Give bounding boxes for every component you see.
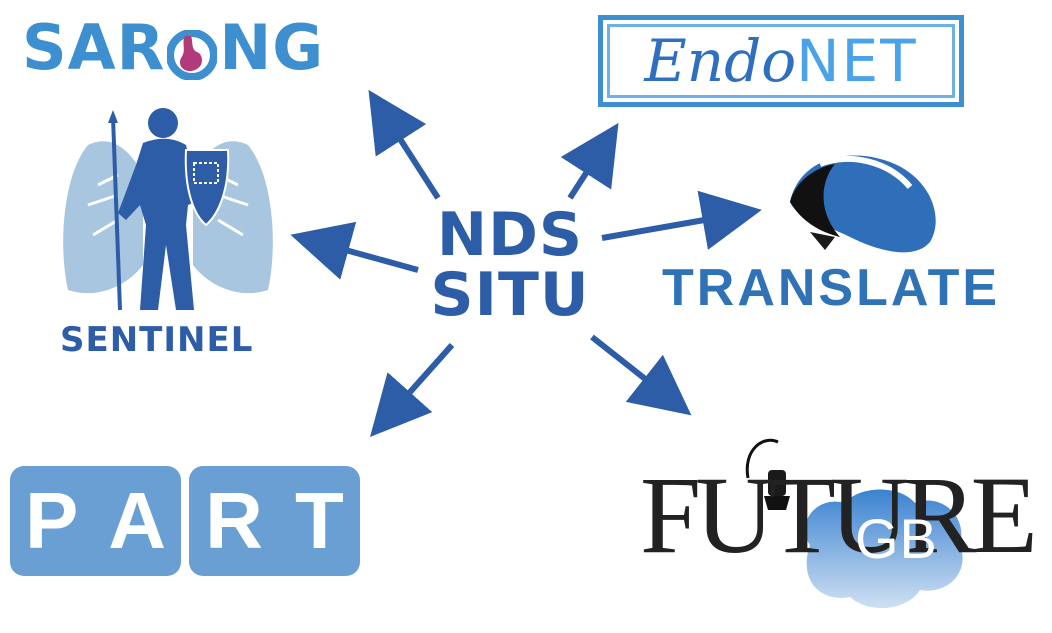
sentinel-label: SENTINEL — [60, 320, 253, 360]
arrow-to-sarong — [375, 100, 438, 198]
center-line-2: SITU — [425, 265, 595, 325]
part-logo: P A R T — [10, 466, 360, 576]
arrow-to-sentinel — [302, 238, 418, 270]
sentinel-warrior-icon — [58, 105, 278, 320]
part-letter-a: A — [108, 475, 166, 567]
sarong-text-before: SAR — [22, 11, 165, 84]
translate-ring-icon — [780, 142, 950, 262]
sarong-text-after: NG — [219, 11, 324, 84]
center-line-1: NDS — [425, 205, 595, 265]
arrow-to-part — [378, 345, 452, 428]
sarong-logo: SAR NG — [22, 12, 324, 82]
futuregb-suffix: GB — [855, 506, 938, 571]
part-letter-p: P — [25, 475, 78, 567]
futuregb-word: FUTURE — [640, 460, 1032, 570]
translate-label: TRANSLATE — [662, 258, 1000, 318]
futuregb-logo: FUTURE GB — [640, 430, 970, 620]
stomach-icon — [167, 22, 217, 72]
arrow-to-endonet — [570, 133, 612, 198]
arrow-to-futuregb — [592, 337, 682, 408]
part-box-left: P A — [10, 466, 181, 576]
endonet-text-net: NET — [796, 27, 917, 95]
part-letter-t: T — [295, 475, 344, 567]
part-box-right: R T — [189, 466, 360, 576]
endonet-text-endo: Endo — [644, 27, 796, 95]
center-node: NDS SITU — [425, 205, 595, 325]
part-letter-r: R — [205, 475, 263, 567]
arrow-to-translate — [602, 212, 750, 238]
